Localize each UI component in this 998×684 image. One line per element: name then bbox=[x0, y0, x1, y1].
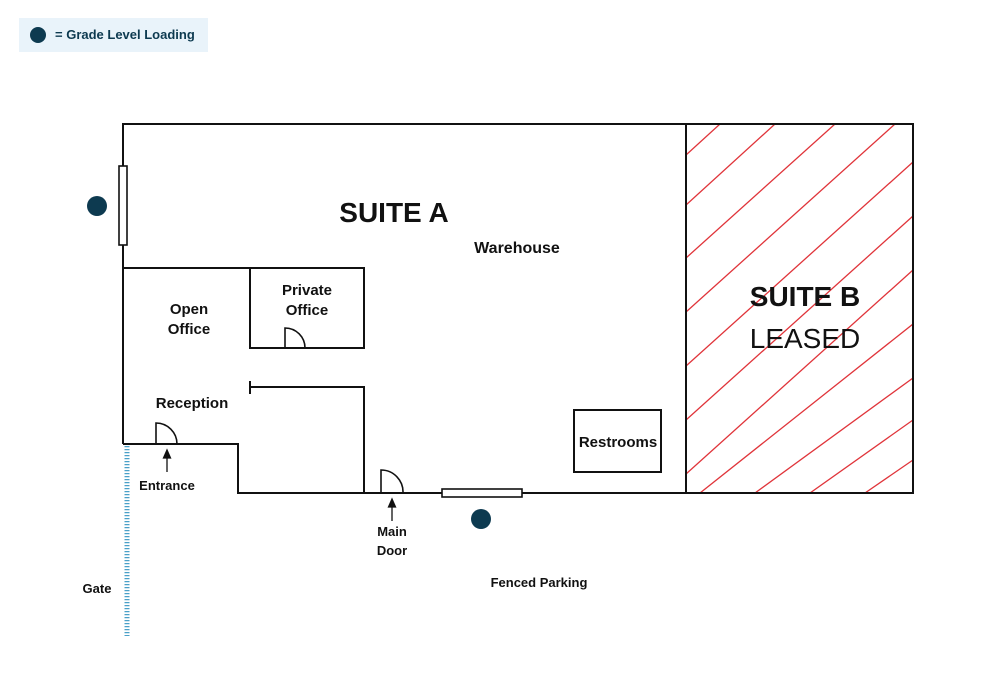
entrance-label: Entrance bbox=[139, 478, 195, 493]
interior-wall bbox=[250, 386, 365, 493]
main-door-arrow-icon bbox=[387, 497, 397, 508]
private-office-door bbox=[284, 327, 306, 349]
building-outline bbox=[122, 123, 914, 494]
entrance-arrow-icon bbox=[162, 448, 172, 459]
legend: = Grade Level Loading bbox=[19, 18, 208, 52]
open-office-label-2: Office bbox=[168, 321, 211, 338]
warehouse-label: Warehouse bbox=[474, 240, 560, 257]
suite-b-hatch bbox=[686, 124, 913, 493]
loading-dot-bottom-icon bbox=[471, 509, 491, 529]
entrance-door bbox=[155, 422, 178, 445]
fenced-parking-label: Fenced Parking bbox=[491, 575, 588, 590]
loading-dot-icon bbox=[30, 27, 46, 43]
suite-a-title: SUITE A bbox=[339, 197, 448, 228]
reception-label: Reception bbox=[156, 395, 229, 412]
legend-label: = Grade Level Loading bbox=[55, 27, 195, 42]
private-office-wall bbox=[249, 267, 365, 349]
main-door-label-1: Main bbox=[377, 524, 407, 539]
suite-b-title: SUITE B bbox=[750, 281, 860, 312]
loading-door-left bbox=[118, 165, 128, 246]
loading-door-bottom bbox=[441, 488, 523, 498]
private-office-label-1: Private bbox=[282, 282, 332, 299]
gate-label: Gate bbox=[83, 581, 112, 596]
loading-dot-left-icon bbox=[87, 196, 107, 216]
private-office-label-2: Office bbox=[286, 302, 329, 319]
restrooms-wall bbox=[573, 409, 662, 473]
suite-b-status: LEASED bbox=[750, 323, 861, 354]
restrooms-label: Restrooms bbox=[579, 434, 657, 451]
main-door-swing bbox=[380, 469, 404, 494]
main-door-label-2: Door bbox=[377, 543, 407, 558]
open-office-label-1: Open bbox=[170, 301, 208, 318]
